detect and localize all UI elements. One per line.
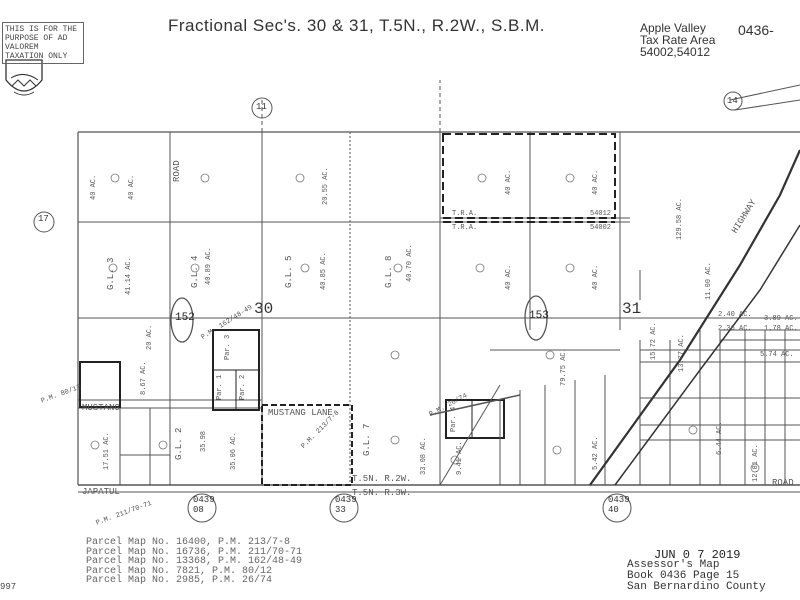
tax-rate-area: Apple Valley Tax Rate Area 54002,54012 xyxy=(640,22,715,58)
tra-city: Apple Valley xyxy=(640,21,706,35)
sheet-book: 0439 xyxy=(335,495,357,505)
acreage-label: 20 AC. xyxy=(146,324,154,350)
lot-label-gl3: G.L. 3 xyxy=(106,257,116,290)
acreage-label: 40 AC. xyxy=(505,264,513,290)
sheet-ref-bottom-right: 0439 40 xyxy=(608,495,630,515)
sheet-ref-top-right: 14 xyxy=(727,96,738,106)
acreage-label: 6.44 AC. xyxy=(716,421,724,455)
sheet-ref-top-left: 11 xyxy=(256,102,267,112)
acreage-label: 8.67 AC. xyxy=(140,361,148,395)
parcel-map-ref: Parcel Map No. 16736, P.M. 211/70-71 xyxy=(86,546,303,558)
parcel-map-ref: Parcel Map No. 13368, P.M. 162/48-49 xyxy=(86,556,303,568)
township-label-r2w: T.5N. R.2W. xyxy=(352,474,412,484)
date-stamp: JUN 0 7 2019 xyxy=(654,548,741,562)
road-label-top: ROAD xyxy=(172,160,182,182)
sheet-ref-bottom-mid: 0439 33 xyxy=(335,495,357,515)
acreage-label: 11.00 AC. xyxy=(705,262,713,300)
lot-label-gl7: G.L. 7 xyxy=(362,423,372,456)
acreage-label: 79.75 AC. xyxy=(560,348,568,386)
parcel-map-references: Parcel Map No. 16400, P.M. 213/7-8 Parce… xyxy=(86,538,302,586)
edge-code: 997 xyxy=(0,582,17,592)
sheet-page: 40 xyxy=(608,505,619,515)
acreage-label: 40 AC. xyxy=(128,174,136,200)
acreage-label: 17.51 AC. xyxy=(103,432,111,470)
acreage-label: 5.42 AC. xyxy=(592,436,600,470)
lot-label-gl4: G.L. 4 xyxy=(190,255,200,288)
acreage-label: 41.14 AC. xyxy=(125,257,133,295)
acreage-label: 129.58 AC. xyxy=(676,197,684,240)
section-number-31: 31 xyxy=(622,300,642,318)
footer-line: San Bernardino County xyxy=(627,581,766,593)
parcel-label-par2: Par. 2 xyxy=(239,374,247,400)
page-number-152: 152 xyxy=(175,312,195,324)
acreage-label: 40 AC. xyxy=(90,174,98,200)
parcel-map-ref: Parcel Map No. 2985, P.M. 26/74 xyxy=(86,575,273,587)
tra-code: 54002 xyxy=(590,224,612,232)
acreage-label: 9.41 AC. xyxy=(456,441,464,475)
sheet-ref-bottom-left: 0439 08 xyxy=(193,495,215,515)
lot-label-gl2: G.L. 2 xyxy=(174,427,184,460)
lot-label-gl8: G.L. 8 xyxy=(384,255,394,288)
acreage-label: 40.89 AC. xyxy=(205,247,213,285)
acreage-label: 13.77 AC. xyxy=(678,334,686,372)
sheet-book: 0439 xyxy=(608,495,630,505)
parcel-label-par4: Par. 4 xyxy=(450,406,458,432)
road-label-mustang: MUSTANG xyxy=(82,403,120,413)
footer-block: Assessor's Map Book 0436 Page 15 San Ber… xyxy=(627,560,766,593)
tra-line-label: T.R.A. xyxy=(452,210,478,218)
acreage-label: 40 AC. xyxy=(592,264,600,290)
tra-label: Tax Rate Area xyxy=(640,33,716,47)
disclaimer-box: THIS IS FOR THE PURPOSE OF AD VALOREM TA… xyxy=(2,22,84,64)
acreage-label: 40 AC. xyxy=(505,169,513,195)
page-number-153: 153 xyxy=(529,310,549,322)
acreage-label: 3.89 AC. xyxy=(764,315,798,323)
sheet-page: 33 xyxy=(335,505,346,515)
sheet-ref-left: 17 xyxy=(38,214,49,224)
map-title: Fractional Sec's. 30 & 31, T.5N., R.2W.,… xyxy=(168,16,545,35)
acreage-label: 2.40 AC. xyxy=(718,311,752,319)
footer-line: Book 0436 Page 15 xyxy=(627,570,740,582)
tra-code: 54012 xyxy=(590,210,612,218)
acreage-label: 1.78 AC. xyxy=(764,325,798,333)
section-number-30: 30 xyxy=(254,300,274,318)
acreage-label: 40.70 AC. xyxy=(406,244,414,282)
acreage-label: 20.55 AC. xyxy=(322,167,330,205)
acreage-label: 5.74 AC. xyxy=(760,351,794,359)
lot-label-gl5: G.L. 5 xyxy=(284,255,294,288)
sheet-page: 08 xyxy=(193,505,204,515)
road-label-japatul: JAPATUL xyxy=(82,487,120,497)
acreage-label: 2.36 AC. xyxy=(718,325,752,333)
acreage-label: 40 AC. xyxy=(592,169,600,195)
township-label-r3w: T.5N. R.3W. xyxy=(352,488,412,498)
parcel-label-par1: Par. 1 xyxy=(216,374,224,400)
acreage-label: 33.08 AC. xyxy=(420,437,428,475)
footer-line: Assessor's Map xyxy=(627,559,720,571)
acreage-label: 35.98 xyxy=(200,430,208,452)
acreage-label: 12.81 AC. xyxy=(752,444,760,482)
acreage-label: 35.06 AC. xyxy=(230,432,238,470)
parcel-map-ref: Parcel Map No. 16400, P.M. 213/7-8 xyxy=(86,537,291,548)
parcel-label-par3: Par. 3 xyxy=(224,334,232,360)
tra-codes: 54002,54012 xyxy=(640,45,711,59)
road-label-mustang-lane: MUSTANG LANE xyxy=(268,408,333,418)
sheet-book: 0439 xyxy=(193,495,215,505)
acreage-label: 15.72 AC. xyxy=(650,322,658,360)
tra-line-label: T.R.A. xyxy=(452,224,478,232)
acreage-label: 40.85 AC. xyxy=(320,252,328,290)
map-number: 0436- xyxy=(738,22,774,38)
parcel-map-ref: Parcel Map No. 7821, P.M. 80/12 xyxy=(86,565,273,577)
road-label-right: ROAD xyxy=(772,478,794,488)
